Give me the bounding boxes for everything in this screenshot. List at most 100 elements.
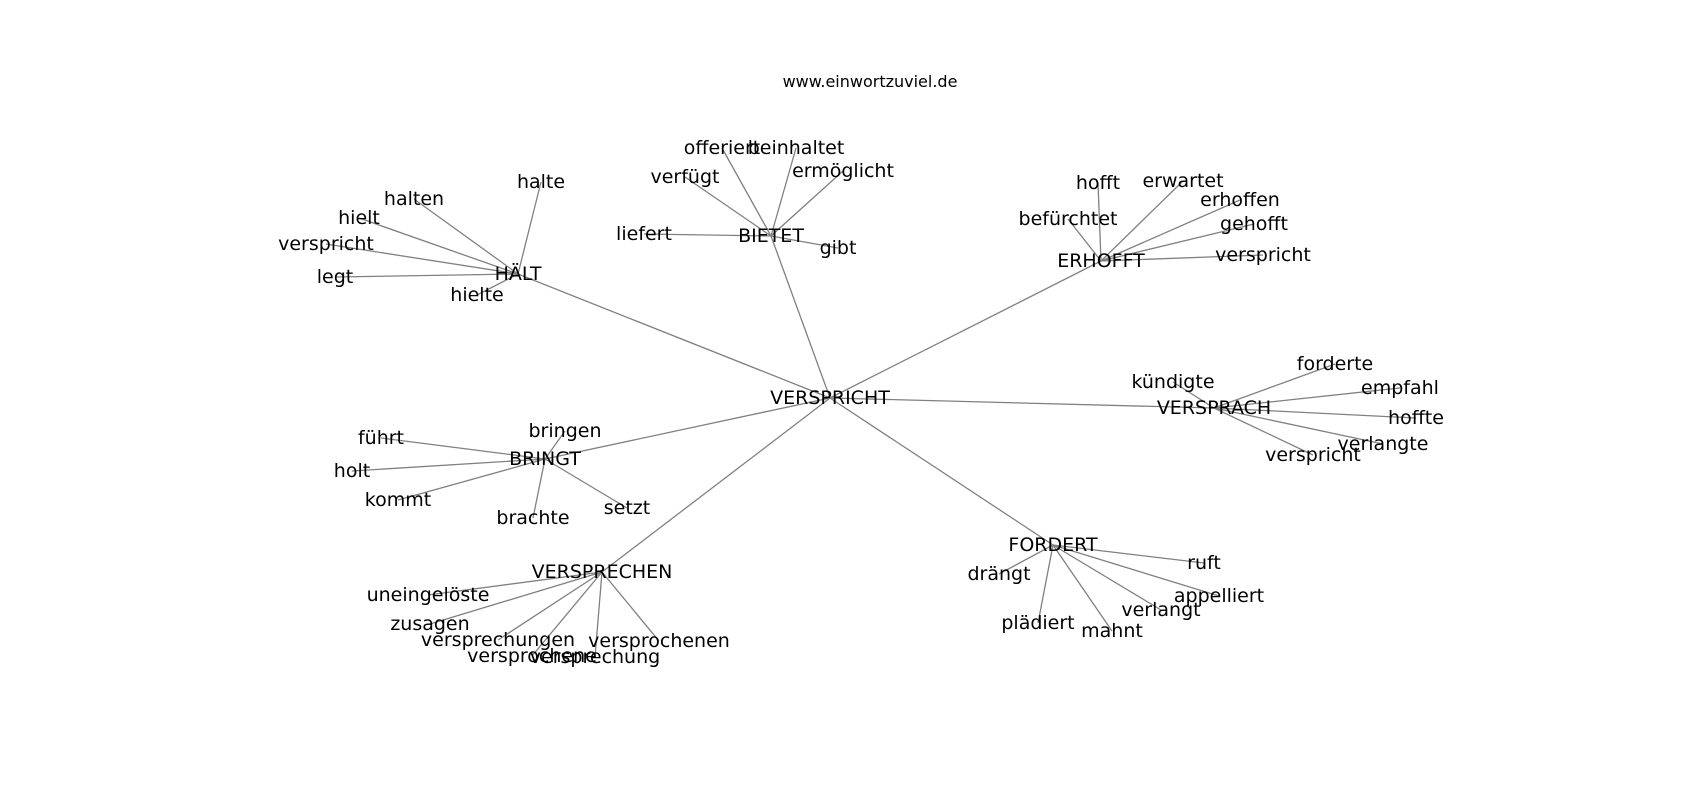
edge-haelt-3 (325, 243, 519, 275)
edge-root-bietet (770, 235, 831, 399)
edge-bietet-1 (770, 147, 797, 237)
leaf-node-haelt-3: verspricht (278, 233, 374, 255)
edge-versprach-3 (1213, 407, 1417, 419)
edge-fordert-4 (1037, 544, 1054, 624)
edge-bietet-0 (721, 147, 772, 237)
leaf-node-bringt-0: bringen (529, 420, 602, 442)
edge-erhofft-4 (1067, 218, 1102, 262)
edge-bietet-3 (684, 176, 772, 237)
edges-layer (325, 147, 1417, 658)
leaf-node-fordert-2: appelliert (1174, 585, 1264, 607)
leaf-node-versprach-5: verspricht (1265, 444, 1361, 466)
leaf-node-erhofft-0: hofft (1076, 172, 1120, 194)
leaf-node-bringt-3: kommt (365, 489, 431, 511)
leaf-node-haelt-1: halten (384, 188, 444, 210)
leaf-node-versprechen-5: versprochenen (588, 630, 730, 652)
leaf-node-bietet-5: gibt (820, 237, 857, 259)
edge-bringt-1 (380, 437, 546, 460)
edge-fordert-0 (998, 544, 1054, 575)
leaf-node-haelt-2: hielt (338, 207, 380, 229)
edge-versprechen-5 (601, 571, 660, 642)
leaf-node-fordert-0: drängt (967, 563, 1030, 585)
leaf-node-versprechen-1: zusagen (390, 613, 469, 635)
leaf-node-erhofft-1: erwartet (1142, 170, 1223, 192)
edge-versprach-4 (1213, 407, 1384, 445)
leaf-node-bietet-1: beinhaltet (748, 137, 845, 159)
edge-versprechen-3 (531, 571, 603, 657)
edge-haelt-4 (334, 273, 519, 278)
edge-bietet-5 (770, 235, 839, 249)
edge-versprechen-2 (497, 571, 603, 641)
leaf-node-versprechen-3: versprochene (467, 645, 597, 667)
edge-bringt-2 (351, 458, 546, 472)
edge-bietet-2 (770, 170, 844, 237)
leaf-node-bietet-4: liefert (616, 223, 672, 245)
edge-bringt-0 (544, 430, 566, 460)
cluster-node-bietet: BIETET (738, 225, 804, 247)
leaf-node-haelt-0: halte (517, 171, 565, 193)
leaf-node-versprach-3: hoffte (1388, 407, 1444, 429)
leaf-node-fordert-3: verlangt (1121, 599, 1200, 621)
leaf-node-fordert-4: plädiert (1001, 612, 1074, 634)
edge-root-versprach (829, 397, 1215, 409)
edge-erhofft-3 (1100, 223, 1255, 262)
edge-bringt-3 (397, 458, 546, 501)
leaf-node-bringt-4: brachte (496, 507, 569, 529)
edge-haelt-2 (358, 217, 519, 275)
leaf-node-versprechen-0: uneingelöste (367, 584, 490, 606)
leaf-node-versprach-0: kündigte (1131, 371, 1214, 393)
leaf-node-erhofft-4: befürchtet (1019, 208, 1118, 230)
leaf-node-erhofft-3: gehofft (1220, 213, 1288, 235)
leaf-node-haelt-5: hielte (450, 284, 503, 306)
cluster-node-versprach: VERSPRACH (1157, 397, 1271, 419)
leaf-node-versprach-4: verlangte (1338, 433, 1429, 455)
edge-root-erhofft (829, 260, 1102, 399)
edge-erhofft-0 (1097, 182, 1102, 262)
leaf-node-haelt-4: legt (317, 266, 353, 288)
edge-versprach-2 (1213, 387, 1401, 409)
edge-root-haelt (517, 273, 831, 399)
leaf-node-versprach-2: empfahl (1361, 377, 1439, 399)
edge-versprechen-0 (427, 571, 603, 596)
edge-versprach-5 (1213, 407, 1314, 456)
edge-fordert-3 (1052, 544, 1162, 611)
edge-erhofft-1 (1100, 180, 1184, 262)
leaf-node-bringt-5: setzt (604, 497, 650, 519)
edge-erhofft-5 (1100, 254, 1264, 262)
leaf-node-bietet-3: verfügt (651, 166, 720, 188)
edge-versprechen-1 (429, 571, 603, 625)
edge-versprechen-4 (594, 571, 603, 658)
edge-versprach-0 (1172, 381, 1215, 409)
edge-haelt-5 (476, 273, 519, 296)
edge-root-bringt (544, 397, 831, 460)
leaf-node-bringt-1: führt (358, 427, 404, 449)
edge-root-versprechen (601, 397, 831, 573)
edge-bietet-4 (643, 233, 772, 237)
leaf-node-bringt-2: holt (334, 460, 370, 482)
leaf-node-versprechen-2: versprechungen (421, 629, 575, 651)
edge-root-fordert (829, 397, 1054, 546)
edge-erhofft-2 (1100, 199, 1241, 262)
edge-bringt-4 (532, 458, 546, 519)
leaf-node-fordert-1: ruft (1187, 552, 1221, 574)
edge-haelt-0 (517, 181, 542, 275)
edge-bringt-5 (544, 458, 628, 509)
edge-fordert-5 (1052, 544, 1113, 632)
diagram-title: www.einwortzuviel.de (782, 72, 958, 91)
edge-fordert-1 (1052, 544, 1205, 564)
leaf-node-bietet-0: offeriert (684, 137, 760, 159)
cluster-node-bringt: BRINGT (509, 448, 581, 470)
cluster-node-erhofft: ERHOFFT (1057, 250, 1145, 272)
cluster-node-fordert: FORDERT (1008, 534, 1098, 556)
cluster-node-haelt: HÄLT (495, 262, 542, 285)
edge-haelt-1 (413, 198, 519, 275)
leaf-node-versprach-1: forderte (1297, 353, 1374, 375)
leaf-node-erhofft-5: verspricht (1215, 244, 1311, 266)
leaf-node-versprechen-4: versprechung (530, 646, 660, 668)
leaf-node-erhofft-2: erhoffen (1200, 189, 1280, 211)
cluster-node-versprechen: VERSPRECHEN (532, 561, 673, 583)
leaf-node-fordert-5: mahnt (1081, 620, 1143, 642)
root-node-label: VERSPRICHT (770, 387, 890, 409)
